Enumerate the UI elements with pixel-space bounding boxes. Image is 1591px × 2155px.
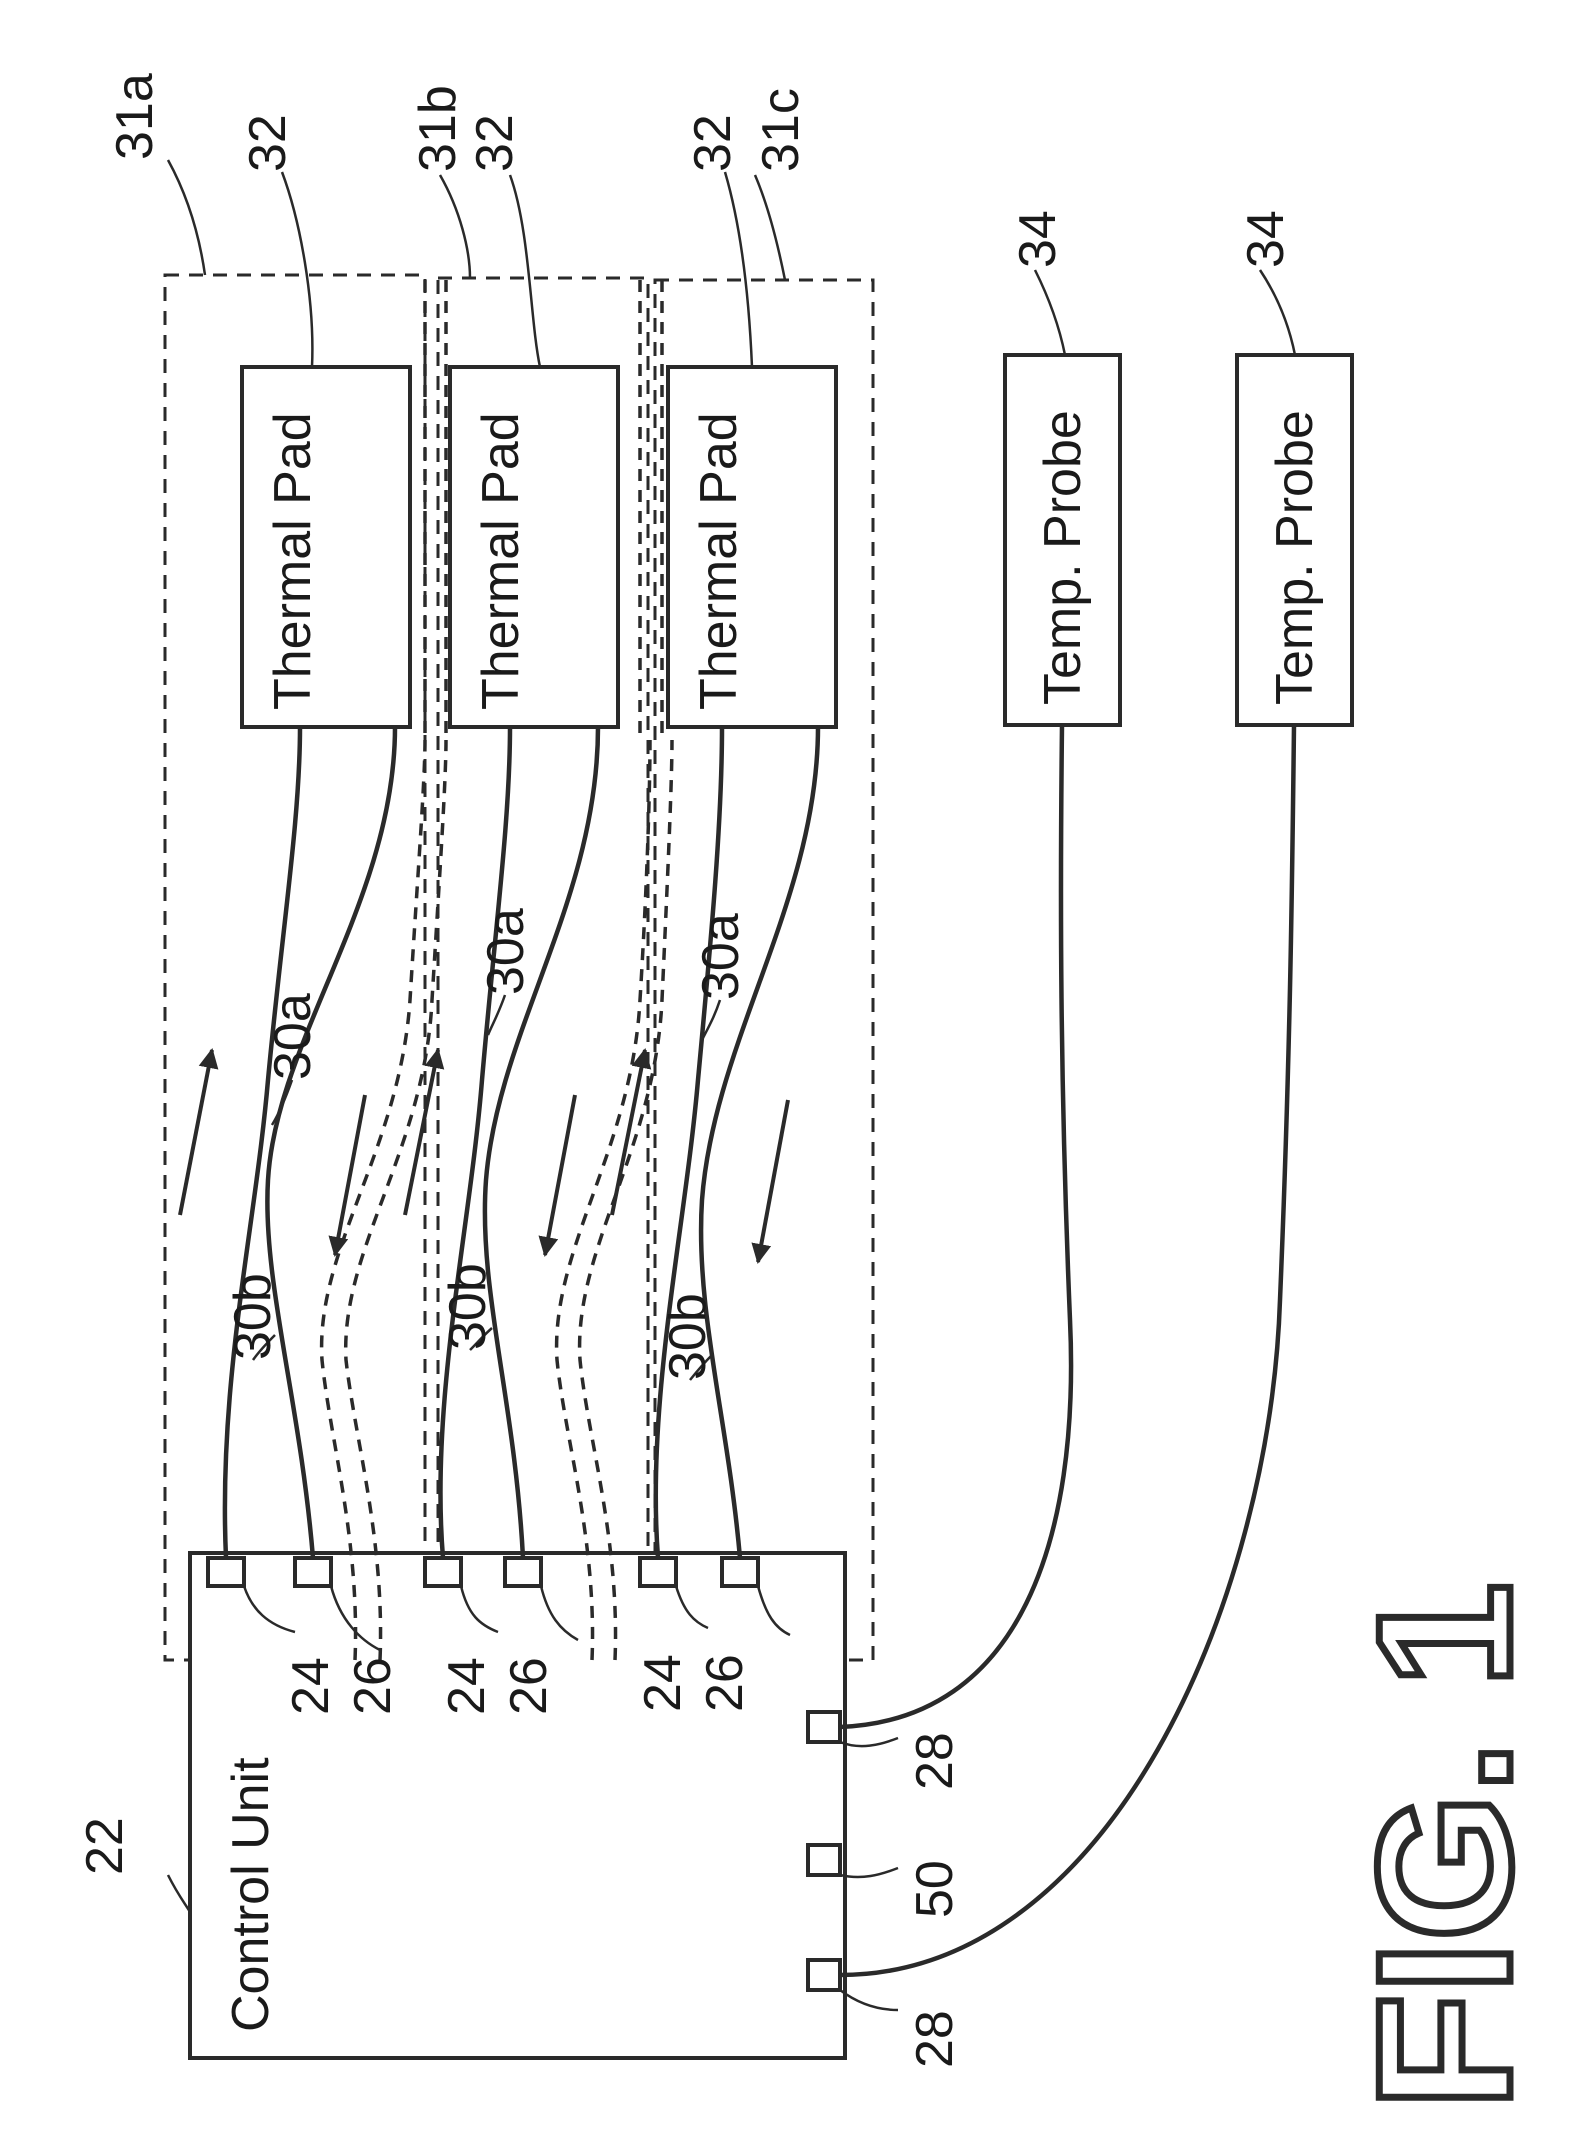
fluid-lines xyxy=(225,727,818,1558)
line-30a-2 xyxy=(440,727,510,1558)
ref-24-c: 24 xyxy=(634,1654,692,1712)
ref-32-c: 32 xyxy=(684,114,742,172)
port-50 xyxy=(808,1845,840,1875)
port-28-a xyxy=(808,1712,840,1742)
figure-label: FIG. 1 xyxy=(1339,1582,1551,2110)
ref-24-b: 24 xyxy=(438,1657,496,1715)
temp-probe-1-label: Temp. Probe xyxy=(1034,410,1092,705)
port-24-b xyxy=(425,1558,461,1586)
flow-arrow-1 xyxy=(180,1050,212,1215)
thermal-pad-2-label: Thermal Pad xyxy=(472,412,530,710)
ref-32-b: 32 xyxy=(466,114,524,172)
ref-31a: 31a xyxy=(106,73,164,160)
line-30b-1 xyxy=(267,727,395,1558)
ref-30b-2: 30b xyxy=(439,1263,497,1350)
ref-26-c: 26 xyxy=(696,1654,754,1712)
ref-50: 50 xyxy=(906,1860,964,1918)
ref-30b-1: 30b xyxy=(224,1273,282,1360)
flow-arrow-6 xyxy=(758,1100,788,1262)
ref-22: 22 xyxy=(76,1817,134,1875)
port-26-b xyxy=(505,1558,541,1586)
thermal-pad-3-label: Thermal Pad xyxy=(690,412,748,710)
thermal-pad-1-label: Thermal Pad xyxy=(264,412,322,710)
ref-30a-2: 30a xyxy=(477,908,535,995)
port-26-a xyxy=(295,1558,331,1586)
flow-arrow-2 xyxy=(335,1095,365,1255)
ref-31c: 31c xyxy=(752,88,810,172)
channel-b-1 xyxy=(557,740,650,1660)
channel-a-2 xyxy=(346,740,446,1660)
ref-24-a: 24 xyxy=(282,1657,340,1715)
port-24-a xyxy=(208,1558,244,1586)
thermal-pads: Thermal Pad Thermal Pad Thermal Pad xyxy=(242,367,836,727)
temp-probes: Temp. Probe Temp. Probe xyxy=(1005,355,1352,725)
ref-28-b: 28 xyxy=(906,2010,964,2068)
ref-34-b: 34 xyxy=(1237,210,1295,268)
ref-26-b: 26 xyxy=(500,1657,558,1715)
ref-30b-3: 30b xyxy=(659,1293,717,1380)
ref-26-a: 26 xyxy=(344,1657,402,1715)
control-unit-label: Control Unit xyxy=(222,1757,280,2032)
probe-cable-1 xyxy=(840,725,1071,1727)
port-24-c xyxy=(640,1558,676,1586)
port-28-b xyxy=(808,1960,840,1990)
ref-30a-1: 30a xyxy=(264,993,322,1080)
temp-probe-2-label: Temp. Probe xyxy=(1266,410,1324,705)
flow-arrow-4 xyxy=(545,1095,575,1255)
ref-31b: 31b xyxy=(409,85,467,172)
ref-30a-3: 30a xyxy=(692,913,750,1000)
port-26-c xyxy=(722,1558,758,1586)
line-30a-1 xyxy=(225,727,300,1558)
ref-34-a: 34 xyxy=(1009,210,1067,268)
ref-32-a: 32 xyxy=(239,114,297,172)
ref-28-a: 28 xyxy=(906,1732,964,1790)
